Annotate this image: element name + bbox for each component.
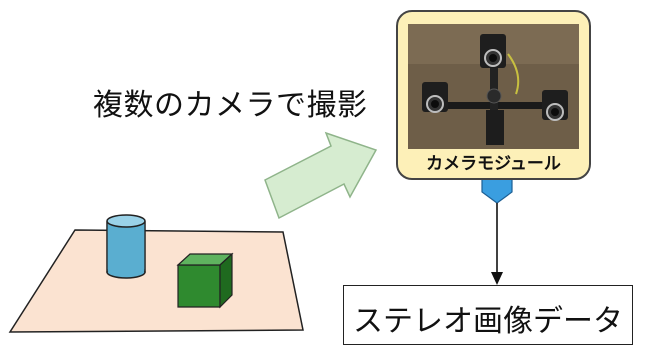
diagram-canvas: 複数のカメラで撮影 bbox=[8, 10, 633, 345]
connector-icon bbox=[481, 177, 513, 204]
diagram-svg bbox=[8, 131, 513, 333]
floor-plane bbox=[8, 229, 304, 333]
stereo-image-data-label: ステレオ画像データ bbox=[353, 304, 623, 339]
camera-module-label: カメラモジュール bbox=[426, 154, 561, 174]
camera-rig-icon bbox=[408, 24, 579, 149]
stereo-image-data-box: ステレオ画像データ bbox=[343, 285, 633, 345]
cube-object bbox=[176, 252, 234, 309]
cylinder-object bbox=[106, 214, 146, 279]
capture-arrow bbox=[264, 131, 378, 220]
caption-text: 複数のカメラで撮影 bbox=[93, 88, 368, 123]
output-arrow-head bbox=[491, 272, 503, 285]
camera-module: カメラモジュール bbox=[396, 10, 591, 180]
camera-rig-photo bbox=[408, 24, 579, 149]
